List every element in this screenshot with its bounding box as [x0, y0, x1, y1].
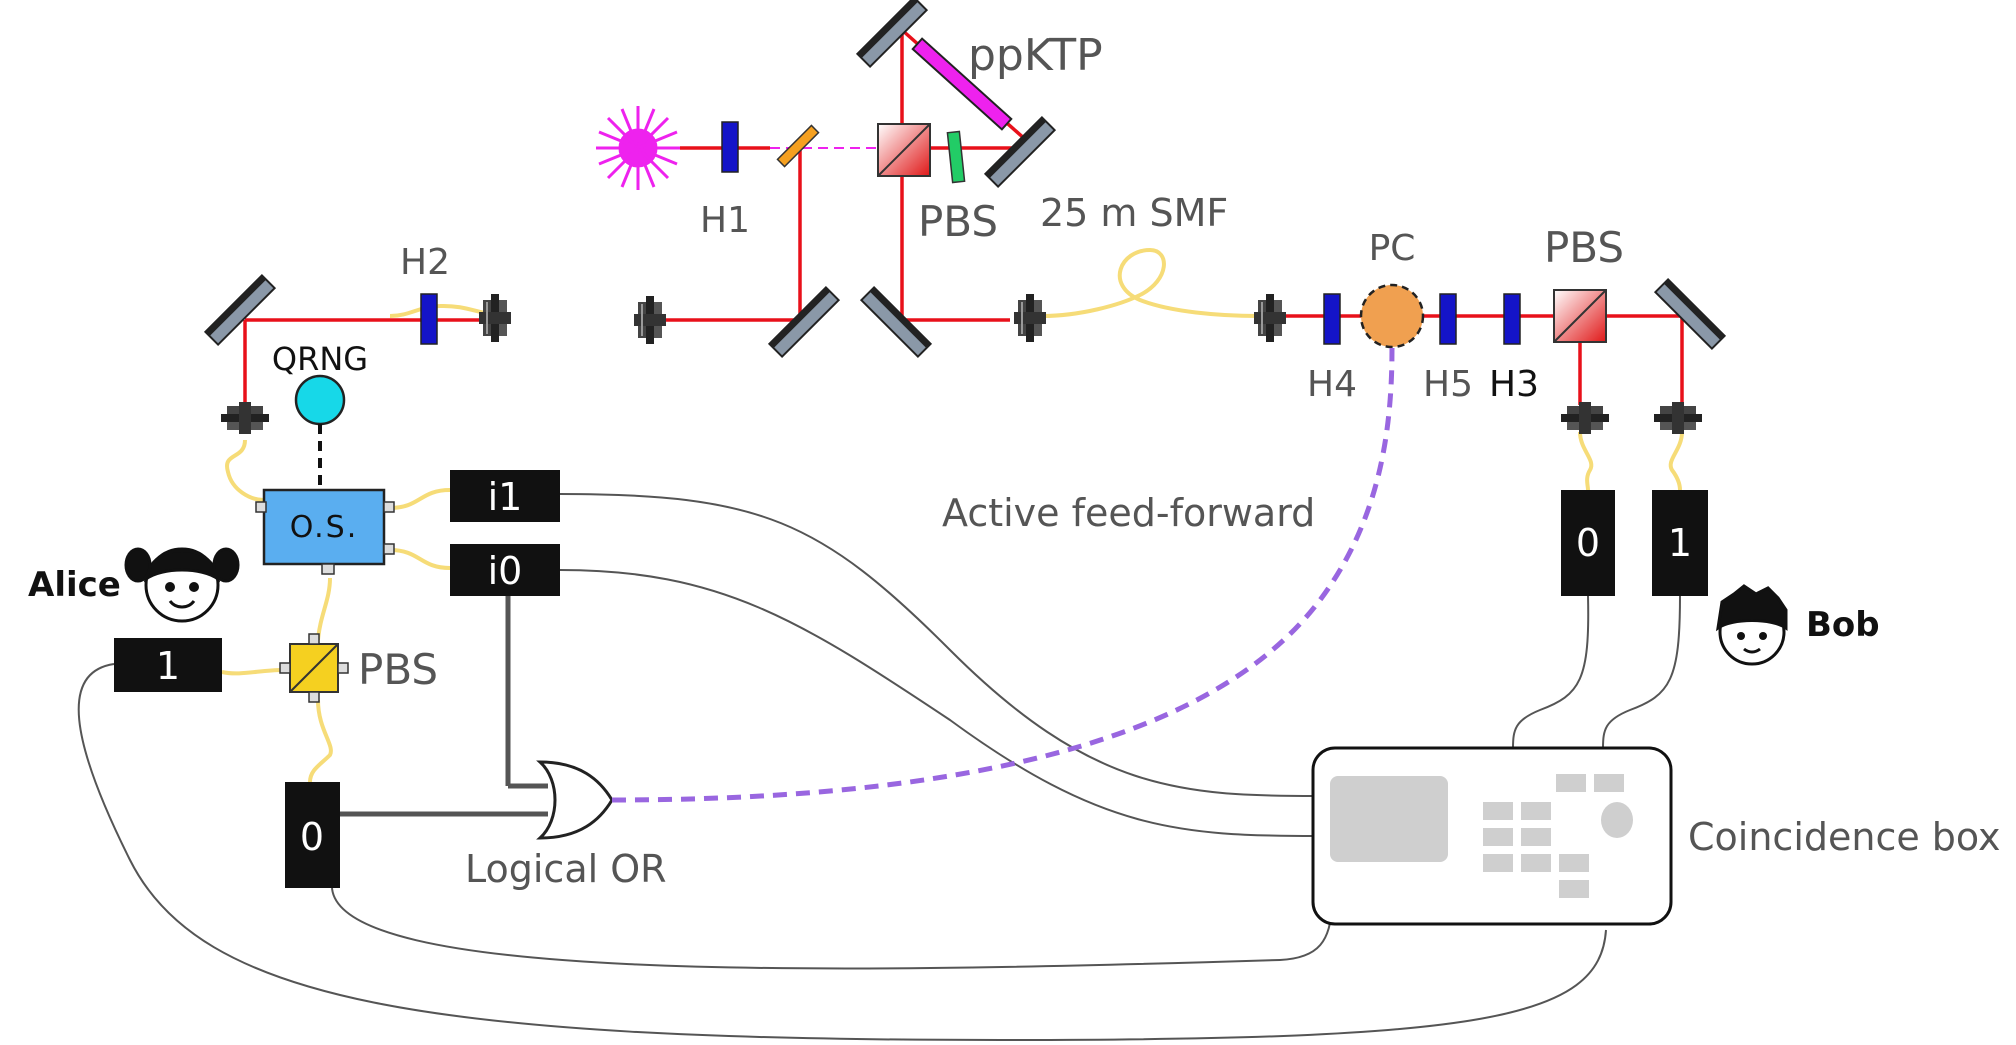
coupler-smf-in	[1013, 293, 1047, 343]
fiber-os-pbs	[316, 577, 332, 641]
coupler-bob-0	[1561, 402, 1609, 434]
fiber-bob-1	[1668, 431, 1684, 491]
label-feed-forward: Active feed-forward	[942, 491, 1315, 535]
label-h4: H4	[1307, 364, 1357, 405]
fiber-os-i0	[389, 548, 451, 570]
pbs-source	[877, 123, 931, 177]
mirror-left-corner	[204, 274, 276, 346]
mirror-sagnac-right	[984, 116, 1056, 188]
coupler-fiber-in	[633, 295, 667, 345]
waveplate-h1	[721, 121, 739, 173]
fiber-os-i1	[389, 488, 451, 510]
waveplate-h2	[420, 293, 438, 345]
label-pbs-source: PBS	[918, 197, 998, 246]
bob-icon	[1715, 584, 1788, 666]
label-logical-or: Logical OR	[465, 847, 667, 891]
cable-bob-1	[1602, 595, 1681, 749]
mirror-mid-right	[860, 286, 932, 358]
waveplate-h4	[1323, 293, 1341, 345]
detector-bob-1-label: 1	[1668, 521, 1692, 565]
fibers	[221, 247, 1684, 783]
ppktp-crystal	[911, 37, 1013, 131]
label-h3: H3	[1489, 364, 1539, 405]
mirror-bob	[1654, 278, 1726, 350]
qrng-device	[294, 374, 346, 426]
cable-alice-1	[77, 663, 1607, 1042]
detector-i0: i0	[450, 544, 560, 596]
fiber-pbs-0	[308, 699, 333, 783]
fiber-smf	[1041, 247, 1259, 318]
detector-alice-0-label: 0	[300, 815, 324, 859]
detector-bob-0-label: 0	[1576, 521, 1600, 565]
coupler-alice	[221, 402, 269, 434]
label-h5: H5	[1423, 364, 1473, 405]
mirror-mid-left	[768, 286, 840, 358]
dichroic-mirror	[776, 124, 820, 168]
label-pbs-alice: PBS	[358, 645, 438, 694]
optical-switch: O.S.	[255, 488, 395, 575]
logic-wires	[340, 596, 548, 817]
waveplate-h5	[1439, 293, 1457, 345]
detector-i1-label: i1	[488, 475, 523, 519]
waveplate-h3	[1503, 293, 1521, 345]
detector-bob-0: 0	[1561, 490, 1615, 596]
pbs-bob	[1553, 289, 1607, 343]
fiber-pbs-1	[221, 668, 283, 676]
mirror-sagnac-top	[856, 0, 928, 68]
green-waveplate	[946, 130, 966, 184]
laser-source	[596, 106, 680, 190]
label-pc: PC	[1369, 228, 1416, 269]
coincidence-buttons	[1483, 774, 1633, 898]
or-gate	[536, 760, 614, 840]
coupler-h2	[478, 293, 512, 343]
label-bob: Bob	[1806, 605, 1880, 645]
coupler-smf-out	[1253, 293, 1287, 343]
pbs-alice	[279, 633, 349, 703]
detector-bob-1: 1	[1652, 490, 1708, 596]
label-alice: Alice	[28, 565, 121, 605]
label-h2: H2	[400, 242, 450, 283]
detector-i1: i1	[450, 470, 560, 522]
detector-alice-1: 1	[114, 638, 222, 692]
coupler-bob-1	[1654, 402, 1702, 434]
label-h1: H1	[700, 200, 750, 241]
signal-cables	[77, 493, 1681, 1042]
alice-icon	[124, 547, 240, 623]
label-coincidence: Coincidence box	[1688, 815, 2001, 859]
fiber-bob-0	[1578, 431, 1594, 491]
cable-alice-0	[331, 887, 1333, 970]
cable-i1	[559, 493, 1317, 797]
cable-i0	[559, 569, 1317, 837]
os-label: O.S.	[290, 510, 359, 545]
polarization-controller	[1359, 283, 1425, 349]
coincidence-screen	[1330, 776, 1448, 862]
detector-alice-0: 0	[285, 782, 340, 888]
label-smf: 25 m SMF	[1040, 191, 1228, 235]
label-qrng: QRNG	[272, 340, 368, 378]
label-ppktp: ppKTP	[968, 30, 1103, 81]
detector-alice-1-label: 1	[156, 644, 180, 688]
fiber-alice-in	[225, 439, 265, 502]
feed-forward-line	[611, 347, 1395, 803]
coincidence-box	[1311, 746, 1673, 926]
label-pbs-bob: PBS	[1544, 223, 1624, 272]
cable-bob-0	[1512, 595, 1590, 749]
detector-i0-label: i0	[488, 549, 523, 593]
